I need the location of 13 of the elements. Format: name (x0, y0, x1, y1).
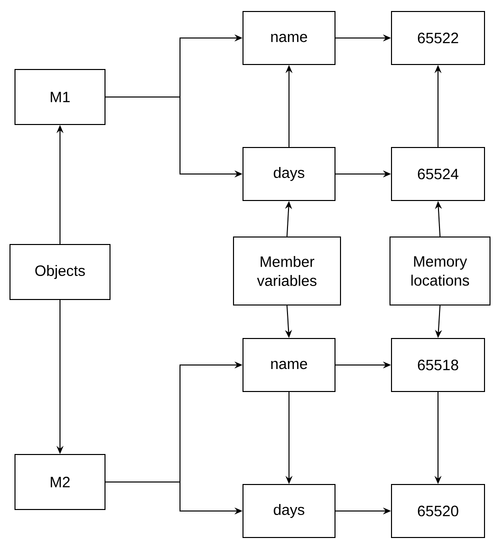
box: 65518 (391, 338, 485, 392)
box: Memory locations (390, 236, 490, 306)
box: Objects (10, 244, 110, 300)
box: 65520 (391, 484, 485, 538)
box: days (242, 147, 336, 201)
box: 65524 (391, 147, 485, 201)
box: M1 (14, 69, 106, 125)
box: Member variables (233, 236, 341, 306)
box: name (242, 338, 336, 392)
box: days (242, 484, 336, 538)
box: M2 (14, 454, 106, 510)
box: name (242, 11, 336, 65)
box: 65522 (391, 11, 485, 65)
